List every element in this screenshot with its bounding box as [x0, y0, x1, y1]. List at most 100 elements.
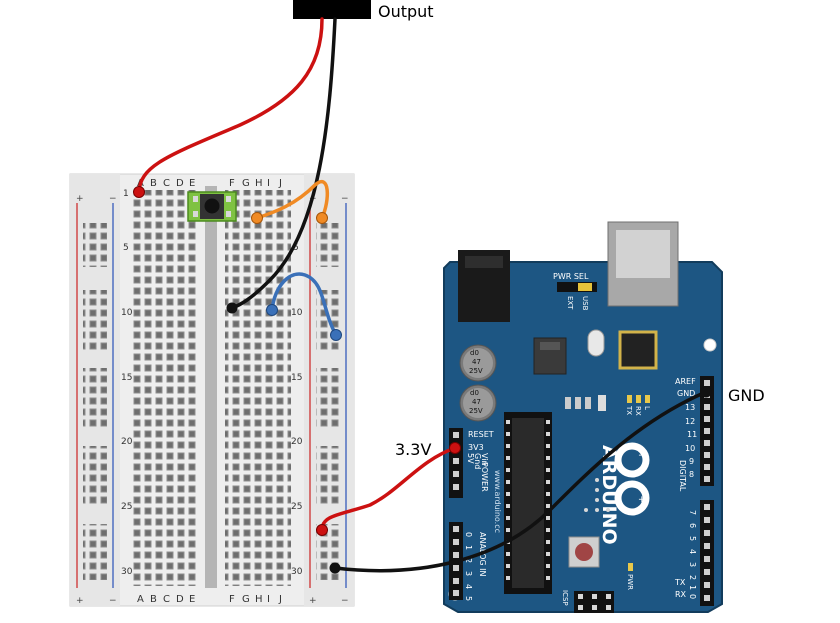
led-tx-label: TX	[625, 405, 633, 415]
col-label-b-bottom: B	[150, 594, 157, 605]
svg-text:25V: 25V	[469, 367, 483, 375]
wire-ends	[133, 186, 712, 574]
usb-label: USB	[581, 296, 589, 311]
right-terminal-holes	[225, 190, 291, 586]
wire-end-red-rail	[316, 524, 328, 536]
aref-label: AREF	[675, 377, 696, 386]
rail-minus-bottom-left: −	[109, 596, 117, 606]
row-label-15-right: 15	[291, 373, 302, 383]
push-button	[187, 191, 237, 222]
row-label-10-left: 10	[121, 308, 133, 318]
microcontroller	[512, 418, 544, 588]
power-label: POWER	[480, 462, 489, 492]
col-label-f-bottom: F	[229, 594, 235, 605]
analog-pin-5-label: 5	[464, 596, 473, 601]
col-label-f-top: F	[229, 178, 235, 189]
analog-pin-2-label: 2	[464, 558, 473, 563]
row-label-30-right: 30	[291, 567, 303, 577]
col-label-c-top: C	[163, 178, 170, 189]
row-label-1-left: 1	[123, 189, 129, 199]
col-label-c-bottom: C	[163, 594, 170, 605]
wire-end-blue-rail	[330, 329, 342, 341]
row-label-5-left: 5	[123, 243, 129, 253]
capacitor-1: d0 47 25V	[459, 344, 497, 382]
wire-end-red-row1	[133, 186, 145, 198]
row-label-20-right: 20	[291, 437, 303, 447]
col-label-i-bottom: I	[267, 594, 270, 605]
3v3-pin-label: 3V3	[468, 443, 484, 452]
rail-minus-top-right: −	[341, 194, 349, 204]
brand-text: ARDUINO	[598, 445, 620, 545]
pin-8-label: 8	[689, 470, 694, 479]
wire-end-black-row10	[226, 302, 238, 314]
row-label-5-right: 5	[293, 243, 299, 253]
col-label-d-top: D	[176, 178, 184, 189]
wire-red-output	[137, 17, 324, 194]
wire-black-output	[230, 17, 337, 310]
col-label-i-top: I	[267, 178, 270, 189]
col-label-d-bottom: D	[176, 594, 184, 605]
col-label-g-bottom: G	[242, 594, 250, 605]
icsp-header	[574, 591, 614, 613]
pin-6-label: 6	[688, 523, 697, 528]
gnd-pin-label: Gnd	[473, 453, 482, 469]
wire-end-black-rail	[329, 562, 341, 574]
pin-7-label: 7	[688, 510, 697, 515]
wires	[137, 17, 708, 573]
row-label-10-right: 10	[291, 308, 303, 318]
logo-plus: +	[638, 495, 646, 505]
svg-text:d0: d0	[470, 349, 479, 357]
rx-label: RX	[675, 590, 687, 599]
svg-text:d0: d0	[470, 389, 479, 397]
vin-pin-label: Vin	[480, 453, 489, 466]
website-text: www.arduino.cc	[493, 470, 502, 533]
digital-label: DIGITAL	[678, 460, 687, 492]
rail-plus-bottom-left: +	[76, 596, 84, 606]
wire-end-red-3v3	[449, 442, 461, 454]
col-label-a-bottom: A	[137, 594, 144, 605]
rail-minus-bottom-right: −	[341, 596, 349, 606]
pin-4-label: 4	[688, 549, 697, 554]
row-label-20-left: 20	[121, 437, 133, 447]
col-label-j-top: J	[278, 178, 282, 189]
ext-label: EXT	[566, 296, 574, 310]
wire-end-orange-button	[251, 212, 263, 224]
pin-9-label: 9	[689, 457, 694, 466]
pin-12-label: 12	[685, 417, 695, 426]
gnd-label: GND	[728, 386, 765, 405]
usb-chip	[618, 330, 658, 370]
arduino-logo-icon	[614, 442, 650, 516]
pin-2-label: 2	[688, 575, 697, 580]
gnd-header-label: GND	[677, 389, 695, 398]
pin-5-label: 5	[688, 536, 697, 541]
col-label-e-top: E	[189, 178, 195, 189]
analog-pin-3-label: 3	[464, 571, 473, 576]
wire-orange	[255, 180, 330, 220]
col-label-h-top: H	[255, 178, 263, 189]
microcontroller-pins	[506, 420, 550, 580]
5v-pin-label: 5V	[466, 453, 475, 464]
rail-plus-top-left: +	[76, 194, 84, 204]
row-label-25-right: 25	[291, 502, 302, 512]
pin-13-label: 13	[685, 403, 695, 412]
left-terminal-holes	[132, 190, 198, 586]
analog-pin-0-label: 0	[464, 532, 473, 537]
pwr-sel-label: PWR SEL	[553, 272, 589, 281]
v33-label: 3.3V	[395, 440, 431, 459]
wire-red-3v3	[320, 446, 457, 532]
breadboard: + − + − + − + − A B C D E F G H I J A B …	[69, 173, 355, 607]
rail-minus-top-left: −	[109, 194, 117, 204]
icsp-dots	[584, 478, 610, 512]
arduino-board: PWR SEL EXT USB d0 47 25V d0 47 25V	[443, 221, 723, 613]
col-label-b-top: B	[150, 178, 157, 189]
col-label-g-top: G	[242, 178, 250, 189]
analog-pin-1-label: 1	[464, 545, 473, 550]
rail-plus-bottom-right: +	[309, 596, 317, 606]
col-label-h-bottom: H	[255, 594, 263, 605]
tx-label: TX	[674, 578, 686, 587]
analog-pin-4-label: 4	[464, 584, 473, 589]
pin-10-label: 10	[685, 444, 695, 453]
pin-1-label: 1	[688, 585, 697, 590]
pin-3-label: 3	[688, 562, 697, 567]
